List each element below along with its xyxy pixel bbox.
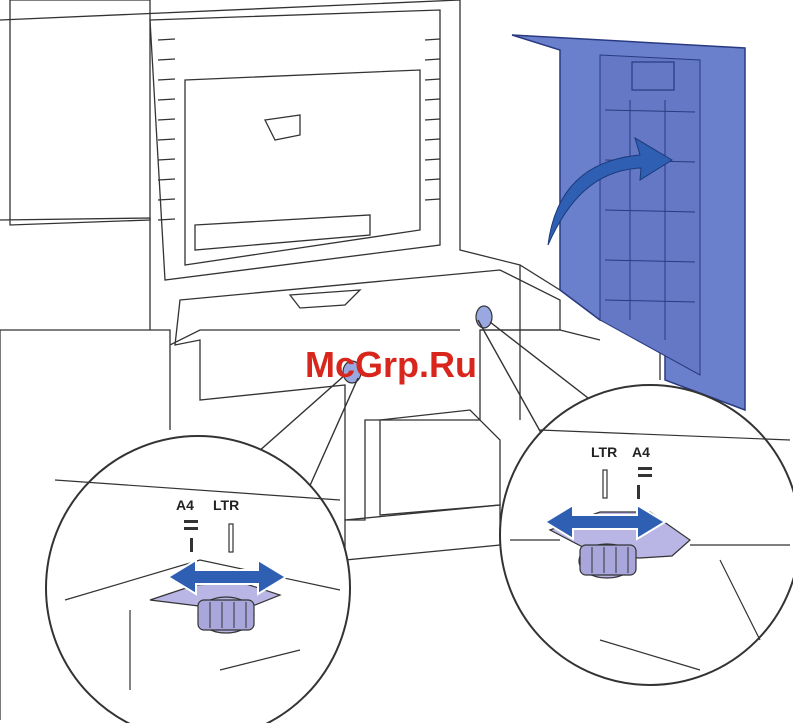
side-door [512, 35, 745, 410]
vent-lines [158, 39, 440, 220]
left-label-ltr: LTR [213, 497, 239, 513]
upper-panel [10, 0, 150, 225]
tray-guide-plate [290, 290, 360, 308]
rear-handle [265, 115, 300, 140]
right-label-a4: A4 [632, 444, 650, 460]
right-label-ltr: LTR [591, 444, 617, 460]
right-callout: LTR A4 [500, 385, 793, 685]
watermark: McGrp.Ru [305, 344, 477, 385]
tray-front [345, 505, 500, 560]
rear-slot [195, 215, 370, 250]
left-label-a4: A4 [176, 497, 194, 513]
rear-door [185, 70, 420, 265]
right-guide-knob [476, 306, 492, 328]
paper-stack [380, 410, 500, 515]
left-callout: A4 LTR [46, 436, 350, 723]
rear-panel [150, 10, 440, 280]
